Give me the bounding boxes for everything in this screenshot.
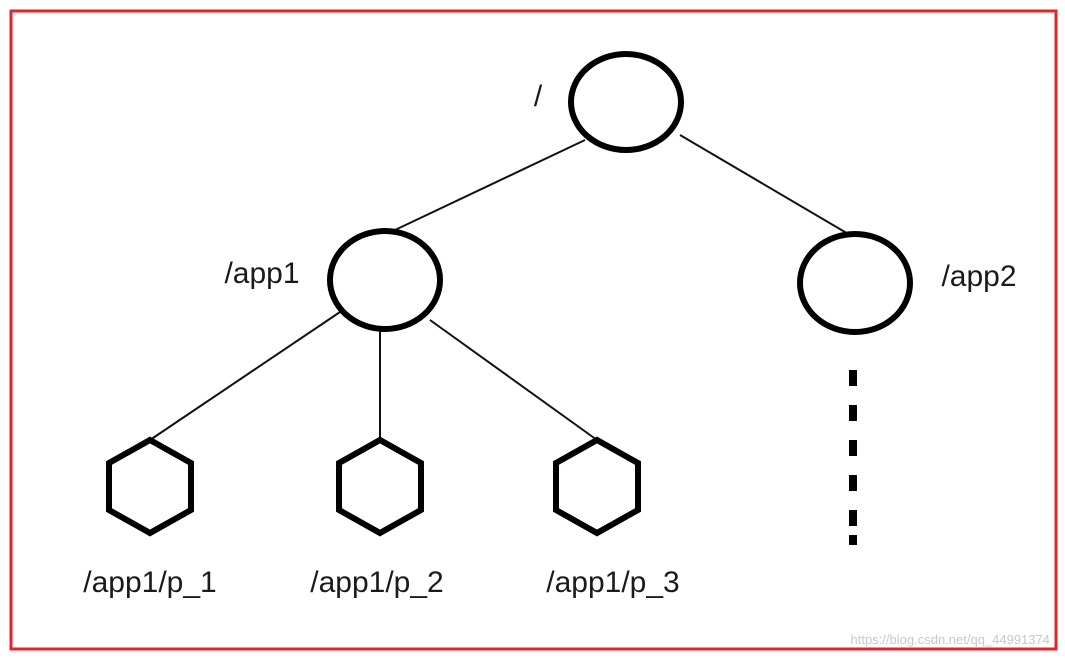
edges (149, 134, 851, 441)
node-app2-circle (797, 231, 913, 335)
dot-1 (849, 370, 857, 386)
label-p2: /app1/p_2 (310, 566, 443, 599)
dot-5 (849, 510, 857, 526)
dot-4 (849, 475, 857, 491)
frame-border (9, 9, 1058, 651)
node-p3-hexagon (553, 436, 641, 537)
edge-app1-p3 (429, 319, 598, 441)
label-app2: /app2 (941, 260, 1016, 293)
label-p3: /app1/p_3 (546, 566, 679, 599)
edge-app1-p1 (149, 311, 341, 441)
node-p1-hexagon (106, 436, 194, 537)
dot-3 (849, 440, 857, 456)
node-p2-hexagon (336, 436, 424, 537)
node-app1-circle (327, 228, 443, 332)
dot-6 (849, 535, 857, 545)
label-root: / (534, 80, 543, 113)
watermark-text: https://blog.csdn.net/qq_44991374 (851, 632, 1051, 647)
edge-root-app1 (394, 139, 586, 231)
edge-root-app2 (679, 134, 851, 236)
continuation-dots (849, 370, 857, 545)
label-app1: /app1 (224, 257, 299, 290)
node-root-circle (568, 51, 684, 153)
dot-2 (849, 405, 857, 421)
label-p1: /app1/p_1 (83, 566, 216, 599)
